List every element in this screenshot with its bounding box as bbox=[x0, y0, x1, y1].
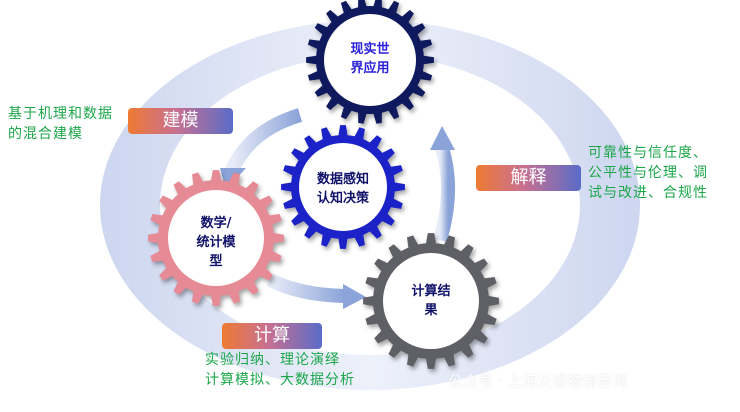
arrow-compute bbox=[266, 273, 346, 303]
gear-hub-real-world bbox=[324, 14, 416, 106]
watermark: 公众号 · 上海天睿物流咨询 bbox=[448, 372, 628, 390]
note-modeling: 基于机理和数据的混合建模 bbox=[8, 106, 113, 142]
gear-label-compute-result: 计算结果 bbox=[411, 284, 451, 318]
gear-label-math-model: 数学/统计模型 bbox=[196, 216, 236, 269]
arrow-modeling bbox=[225, 108, 303, 174]
gear-label-data-perception: 数据感知认知决策 bbox=[316, 172, 369, 206]
note-compute: 实验归纳、理论演绎计算模拟、大数据分析 bbox=[205, 352, 355, 388]
tag-explain: 解释 bbox=[476, 165, 581, 191]
gear-label-real-world: 现实世界应用 bbox=[350, 42, 390, 76]
tag-compute: 计算 bbox=[222, 323, 322, 349]
gear-hub-math-model bbox=[168, 190, 264, 286]
arrow-explain-head bbox=[430, 126, 455, 150]
tag-modeling: 建模 bbox=[128, 108, 233, 134]
gear-hub-data-perception bbox=[299, 143, 387, 231]
note-explain: 可靠性与信任度、公平性与伦理、调试与改进、合规性 bbox=[588, 145, 708, 201]
arrow-explain bbox=[433, 145, 455, 243]
gear-hub-compute-result bbox=[383, 253, 479, 349]
arrow-compute-head bbox=[343, 284, 366, 309]
